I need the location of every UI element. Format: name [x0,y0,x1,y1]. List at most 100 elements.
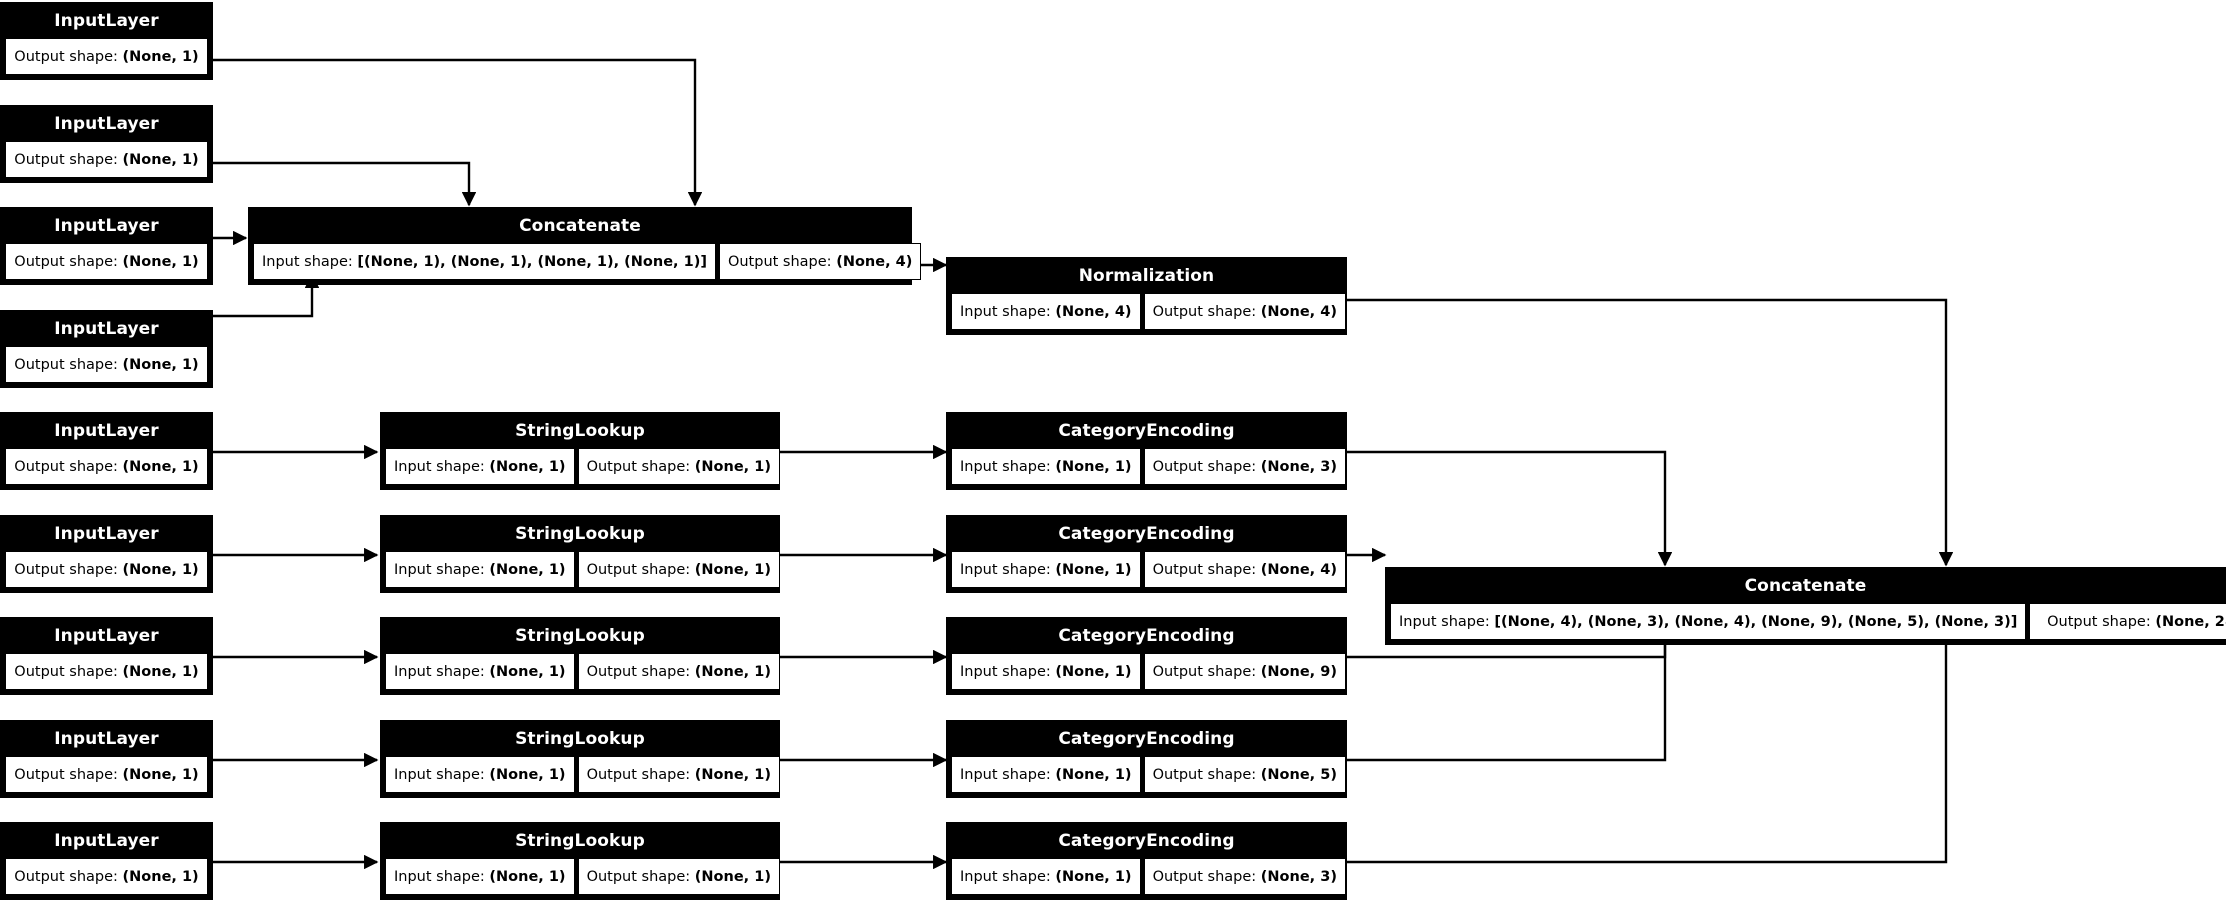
node-concatenate-numeric[interactable]: Concatenate Input shape: [(None, 1), (No… [248,207,922,285]
node-normalization[interactable]: Normalization Input shape: (None, 4) Out… [946,257,1347,335]
output-shape-label: Output shape: [586,766,691,783]
output-shape-label: Output shape: [2047,613,2151,630]
node-stringlookup-3[interactable]: StringLookup Input shape: (None, 1) Outp… [380,617,780,695]
input-shape-value: (None, 1) [1055,561,1132,578]
output-shape-label: Output shape: [727,253,832,270]
output-shape-label: Output shape: [14,766,118,783]
input-shape-label: Input shape: [960,766,1051,783]
input-shape-cell: Input shape: (None, 1) [951,448,1141,485]
output-shape-cell: Output shape: (None, 1) [5,448,208,485]
node-concatenate-final[interactable]: Concatenate Input shape: [(None, 4), (No… [1385,567,2226,645]
edge-input2-concat [213,161,477,207]
node-input-layer-8[interactable]: InputLayer Output shape: (None, 1) [0,720,213,798]
node-input-layer-7[interactable]: InputLayer Output shape: (None, 1) [0,617,213,695]
input-shape-value: (None, 1) [1055,663,1132,680]
input-shape-cell: Input shape: (None, 1) [951,756,1141,793]
node-title: Concatenate [1387,569,2224,603]
output-shape-value: (None, 28) [2155,613,2226,630]
node-title: StringLookup [382,517,778,551]
node-input-layer-9[interactable]: InputLayer Output shape: (None, 1) [0,822,213,900]
node-stringlookup-2[interactable]: StringLookup Input shape: (None, 1) Outp… [380,515,780,593]
output-shape-label: Output shape: [1152,458,1257,475]
output-shape-label: Output shape: [586,868,691,885]
input-shape-cell: Input shape: [(None, 4), (None, 3), (Non… [1390,603,2027,640]
node-categoryencoding-2[interactable]: CategoryEncoding Input shape: (None, 1) … [946,515,1347,593]
output-shape-label: Output shape: [14,356,118,373]
node-categoryencoding-4[interactable]: CategoryEncoding Input shape: (None, 1) … [946,720,1347,798]
node-shape-row: Output shape: (None, 1) [5,38,208,75]
input-shape-label: Input shape: [394,458,485,475]
output-shape-label: Output shape: [14,868,118,885]
node-title: InputLayer [2,722,211,756]
node-categoryencoding-3[interactable]: CategoryEncoding Input shape: (None, 1) … [946,617,1347,695]
input-shape-value: (None, 1) [1055,458,1132,475]
input-shape-cell: Input shape: (None, 1) [385,858,575,895]
output-shape-label: Output shape: [1152,766,1257,783]
node-shape-row: Output shape: (None, 1) [5,346,208,383]
input-shape-label: Input shape: [960,663,1051,680]
input-shape-value: [(None, 1), (None, 1), (None, 1), (None,… [357,253,707,270]
input-shape-label: Input shape: [394,868,485,885]
node-shape-row: Input shape: (None, 1) Output shape: (No… [385,448,780,485]
input-shape-cell: Input shape: (None, 1) [951,858,1141,895]
input-shape-value: (None, 4) [1055,303,1132,320]
node-input-layer-1[interactable]: InputLayer Output shape: (None, 1) [0,2,213,80]
output-shape-label: Output shape: [1152,561,1257,578]
output-shape-value: (None, 1) [122,48,199,65]
input-shape-value: (None, 1) [489,663,566,680]
input-shape-label: Input shape: [960,303,1051,320]
node-title: InputLayer [2,4,211,38]
node-title: InputLayer [2,619,211,653]
output-shape-cell: Output shape: (None, 3) [1143,448,1346,485]
edge-normalization-concat-final [1347,298,1954,567]
node-categoryencoding-5[interactable]: CategoryEncoding Input shape: (None, 1) … [946,822,1347,900]
node-title: StringLookup [382,414,778,448]
input-shape-label: Input shape: [960,561,1051,578]
output-shape-value: (None, 1) [122,356,199,373]
node-title: CategoryEncoding [948,517,1345,551]
node-shape-row: Output shape: (None, 1) [5,653,208,690]
output-shape-value: (None, 3) [1260,868,1337,885]
node-shape-row: Input shape: [(None, 1), (None, 1), (Non… [253,243,922,280]
node-shape-row: Output shape: (None, 1) [5,243,208,280]
node-title: CategoryEncoding [948,824,1345,858]
edge-ce1-concat-final [1347,450,1673,567]
output-shape-cell: Output shape: (None, 1) [5,653,208,690]
output-shape-value: (None, 9) [1260,663,1337,680]
output-shape-cell: Output shape: (None, 9) [1143,653,1346,690]
node-shape-row: Output shape: (None, 1) [5,551,208,588]
output-shape-label: Output shape: [586,458,691,475]
output-shape-value: (None, 1) [694,458,771,475]
node-input-layer-2[interactable]: InputLayer Output shape: (None, 1) [0,105,213,183]
node-input-layer-6[interactable]: InputLayer Output shape: (None, 1) [0,515,213,593]
node-categoryencoding-1[interactable]: CategoryEncoding Input shape: (None, 1) … [946,412,1347,490]
output-shape-cell: Output shape: (None, 1) [5,551,208,588]
node-input-layer-4[interactable]: InputLayer Output shape: (None, 1) [0,310,213,388]
output-shape-value: (None, 1) [694,868,771,885]
node-shape-row: Input shape: [(None, 4), (None, 3), (Non… [1390,603,2226,640]
input-shape-label: Input shape: [960,868,1051,885]
node-title: InputLayer [2,209,211,243]
node-title: StringLookup [382,722,778,756]
node-title: InputLayer [2,414,211,448]
node-title: CategoryEncoding [948,619,1345,653]
node-input-layer-5[interactable]: InputLayer Output shape: (None, 1) [0,412,213,490]
output-shape-label: Output shape: [1152,663,1257,680]
node-stringlookup-1[interactable]: StringLookup Input shape: (None, 1) Outp… [380,412,780,490]
node-stringlookup-5[interactable]: StringLookup Input shape: (None, 1) Outp… [380,822,780,900]
input-shape-label: Input shape: [960,458,1051,475]
output-shape-value: (None, 4) [836,253,913,270]
output-shape-cell: Output shape: (None, 1) [577,653,780,690]
edge-input1-concat [213,58,703,207]
output-shape-value: (None, 1) [694,766,771,783]
node-input-layer-3[interactable]: InputLayer Output shape: (None, 1) [0,207,213,285]
node-title: InputLayer [2,312,211,346]
output-shape-cell: Output shape: (None, 1) [577,551,780,588]
node-stringlookup-4[interactable]: StringLookup Input shape: (None, 1) Outp… [380,720,780,798]
node-shape-row: Output shape: (None, 1) [5,141,208,178]
input-shape-label: Input shape: [394,561,485,578]
input-shape-value: [(None, 4), (None, 3), (None, 4), (None,… [1494,613,2018,630]
output-shape-value: (None, 1) [122,458,199,475]
node-shape-row: Input shape: (None, 4) Output shape: (No… [951,293,1346,330]
